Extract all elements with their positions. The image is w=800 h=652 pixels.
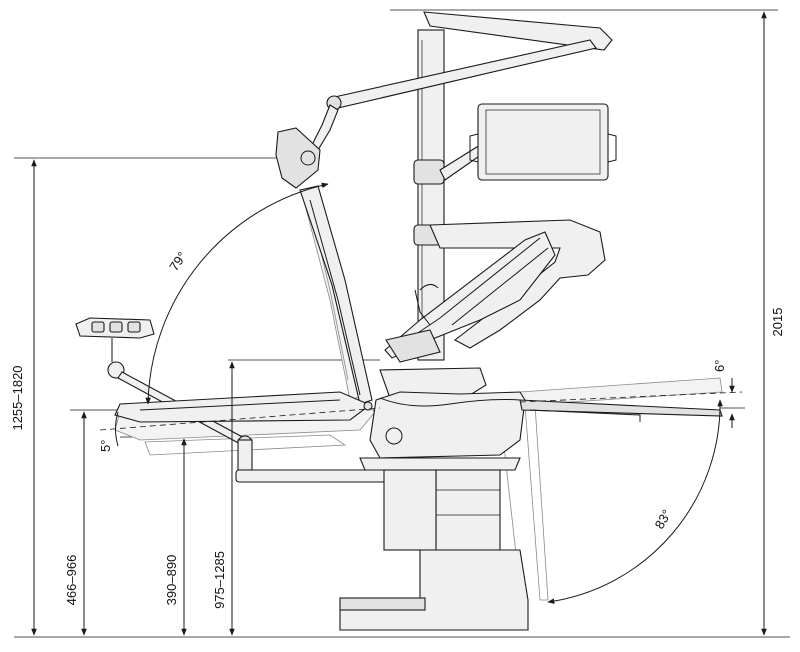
assistant-unit (384, 219, 606, 363)
backrest-angle-label: 79° (166, 249, 190, 274)
backrest-angle-arc (145, 182, 329, 405)
lamp-height-label: 1255–1820 (10, 365, 25, 430)
legrest-angle-label: 83° (652, 507, 675, 532)
dimension-lines (31, 11, 767, 636)
headrest-angle-label: 5° (98, 440, 113, 452)
angle-marks (99, 182, 745, 604)
doctor-support (235, 469, 387, 483)
seat-dash-line (519, 391, 743, 403)
pivot-height-label: 975–1285 (212, 551, 227, 609)
chair-base (339, 457, 529, 631)
legrest (519, 399, 723, 417)
headrest-dash-line (99, 407, 381, 431)
lamp-boom (329, 39, 597, 109)
legrest-angle-arc (547, 399, 723, 604)
armrest-height-label: 466–966 (64, 555, 79, 606)
dimension-labels: 2015 1255–1820 466–966 390–890 975–1285 (10, 308, 785, 609)
monitor (477, 103, 609, 181)
top-arm (423, 11, 613, 51)
base-plate (339, 549, 529, 631)
seat-base (369, 391, 526, 459)
operating-lamp (275, 127, 321, 189)
backrest (299, 185, 373, 405)
lamp-arm (275, 11, 613, 189)
pillar-joint (413, 159, 445, 185)
seat-height-label: 390–890 (164, 555, 179, 606)
lift-column (435, 469, 501, 551)
seat-angle-label: 6° (712, 360, 727, 372)
total-height-label: 2015 (770, 308, 785, 337)
monitor-arm (439, 103, 617, 181)
chair-top-housing (379, 367, 487, 399)
assistant-arm (429, 219, 606, 349)
